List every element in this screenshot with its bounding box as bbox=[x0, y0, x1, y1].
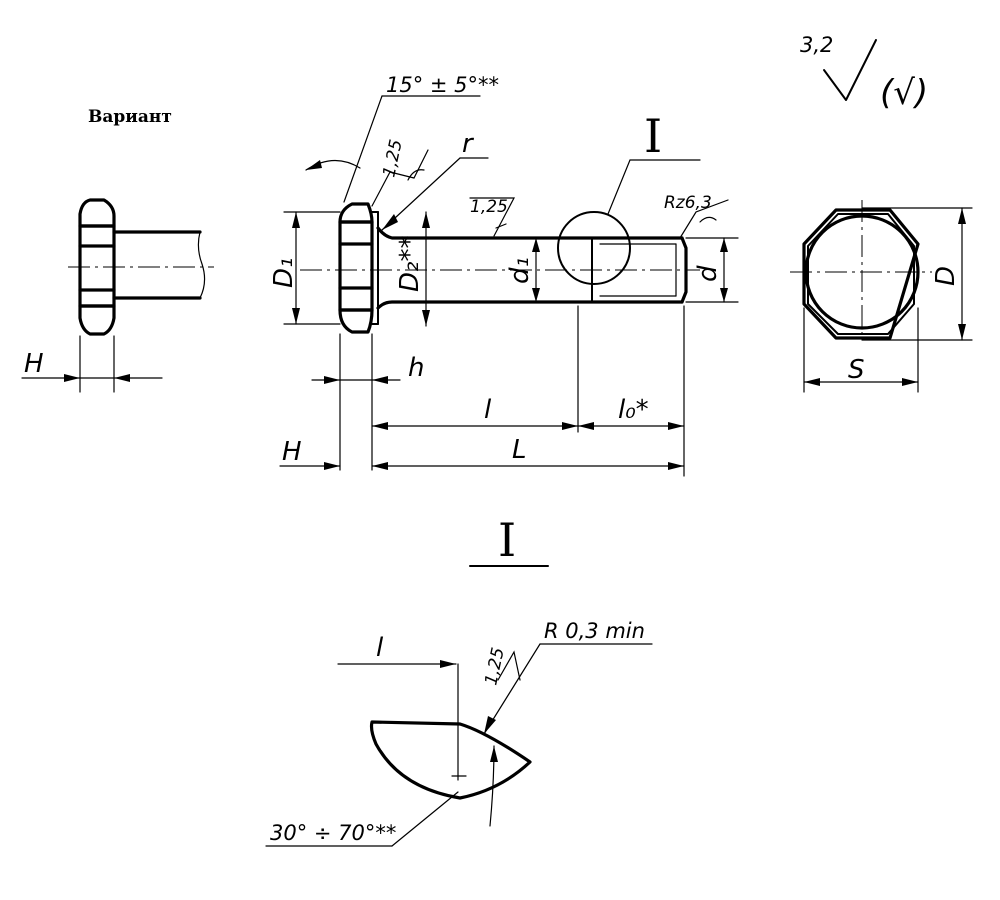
dim-label-h: h bbox=[408, 353, 424, 383]
roughness-value: 3,2 bbox=[800, 33, 833, 57]
detail-dim-l: l bbox=[376, 633, 384, 663]
dim-label-D1: D₁ bbox=[269, 258, 299, 288]
roughness-symbol: 3,2 (√) bbox=[800, 33, 928, 113]
detail-roughness: 1,25 bbox=[481, 646, 508, 687]
variant-label: Вариант bbox=[88, 107, 172, 127]
roughness-note: (√) bbox=[880, 73, 928, 113]
dim-label-l0: l₀* bbox=[618, 395, 649, 425]
end-view: D S bbox=[790, 200, 973, 393]
roughness-check-icon bbox=[823, 39, 877, 101]
dim-label-d1: d₁ bbox=[505, 257, 535, 284]
radius-label: r bbox=[462, 129, 475, 159]
detail-title: I bbox=[498, 513, 516, 567]
detail-view: I l R 0,3 min 1,25 30° ÷ 70°** bbox=[265, 513, 653, 847]
dim-label-H: H bbox=[282, 437, 302, 467]
angle-chamfer-label: 15° ± 5°** bbox=[386, 73, 499, 97]
dim-label-H-variant: H bbox=[24, 349, 44, 379]
dim-label-d: d bbox=[693, 265, 723, 282]
dim-label-L: L bbox=[512, 435, 527, 465]
dim-label-S: S bbox=[848, 355, 865, 385]
variant-view: Вариант H bbox=[21, 107, 214, 393]
roughness-shank: 1,25 bbox=[470, 197, 508, 217]
detail-ref-main: I bbox=[644, 109, 662, 163]
roughness-head: 1,25 bbox=[379, 138, 406, 179]
main-view: I D₁ D₂** d₁ d 15° ± 5°** 1,25 bbox=[269, 73, 739, 477]
dim-label-l: l bbox=[484, 395, 492, 425]
detail-radius: R 0,3 min bbox=[544, 619, 645, 643]
detail-angle: 30° ÷ 70°** bbox=[270, 821, 396, 845]
dim-label-D: D bbox=[931, 266, 961, 286]
roughness-thread: Rz6,3 bbox=[664, 193, 712, 213]
dim-label-D2: D₂** bbox=[395, 236, 425, 292]
